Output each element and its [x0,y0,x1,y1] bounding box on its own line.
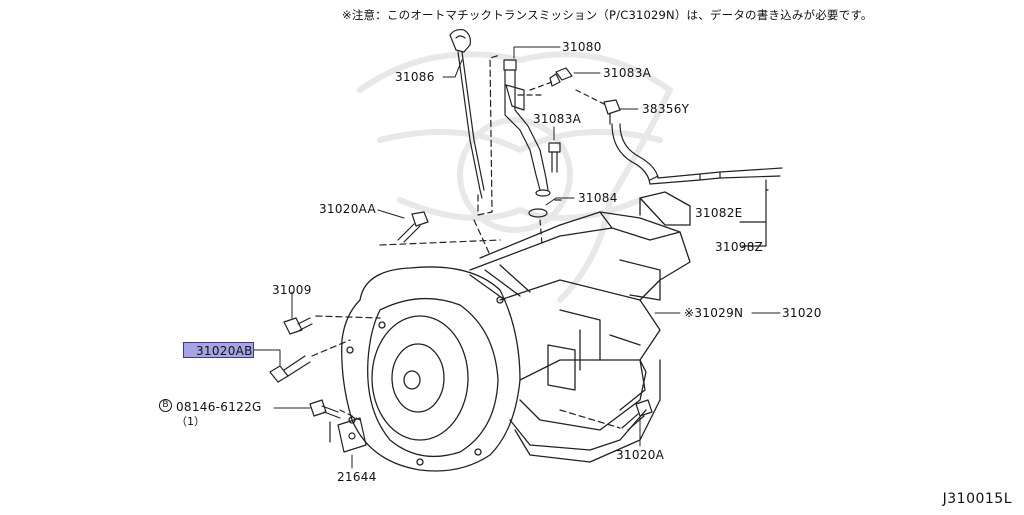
label-31020[interactable]: 31020 [782,306,822,320]
label-31082e[interactable]: 31082E [695,206,743,220]
bolt-08146 [309,399,341,419]
label-31083a-mid[interactable]: 31083A [533,112,582,126]
label-31020aa[interactable]: 31020AA [319,202,377,216]
bolt-31083a-mid [548,142,561,173]
bolt-type-b-icon: B [159,399,172,412]
label-08146-6122g[interactable]: 08146-6122G [176,400,262,414]
bracket-21644 [329,417,367,453]
label-21644[interactable]: 21644 [337,470,377,484]
label-31020ab-highlighted[interactable]: 31020AB [183,342,254,358]
filler-tube-31080 [503,59,551,197]
transmission-body [341,191,691,472]
label-31009[interactable]: 31009 [272,283,312,297]
label-31080[interactable]: 31080 [562,40,602,54]
oring-31084 [528,208,548,218]
dipstick-guide [477,54,501,216]
bolt-31020ab [269,355,311,383]
hose-31082e [611,123,783,185]
label-08146-qty: （1） [176,415,205,428]
dipstick-31086 [449,28,485,199]
clip-38356y [603,99,621,125]
label-31084[interactable]: 31084 [578,191,618,205]
label-31083a-top[interactable]: 31083A [603,66,652,80]
label-38356y[interactable]: 38356Y [642,102,690,116]
label-31086[interactable]: 31086 [395,70,435,84]
bolt-31083a-top [549,67,573,87]
programming-note: ※注意：このオートマチックトランスミッション（P/C31029N）は、データの書… [342,8,873,22]
bolt-31020a [621,399,653,431]
bolt-31009 [283,317,313,335]
label-31098z[interactable]: 31098Z [715,240,764,254]
label-31020a[interactable]: 31020A [616,448,665,462]
label-31020ab: 31020AB [196,344,253,358]
label-31029n[interactable]: ※31029N [684,306,744,320]
bolt-31020aa [397,211,429,243]
leader-lines [253,46,781,469]
diagram-id: J310015L [942,491,1012,507]
